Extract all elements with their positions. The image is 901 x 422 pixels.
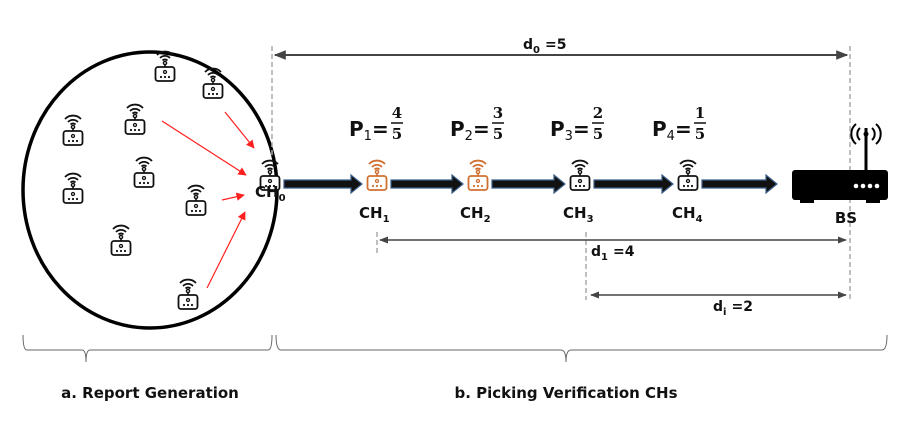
distance-d1-label: d1=4 [591, 244, 635, 263]
distance-di-label: di=2 [713, 299, 753, 318]
svg-text:5: 5 [593, 125, 603, 143]
phase-label-picking-verification: b. Picking Verification CHs [454, 384, 677, 402]
probability-p3: P3= 2 5 [550, 104, 604, 144]
svg-text:4: 4 [392, 104, 402, 122]
ch-label-3: CH3 [563, 204, 594, 225]
forward-arrow-0 [283, 173, 363, 195]
svg-text:1: 1 [695, 104, 705, 122]
cluster-head-icon-2 [467, 159, 489, 191]
sensor-node-icon [185, 184, 207, 216]
base-station-label: BS [835, 209, 857, 227]
forward-arrow-2 [491, 173, 566, 195]
brace-report-generation [22, 334, 273, 363]
sensor-node-icon [177, 278, 199, 310]
probability-p4: P4= 1 5 [652, 104, 706, 144]
distance-d0-label: d0=5 [523, 37, 566, 56]
ch-label-1: CH1 [359, 204, 390, 225]
svg-text:P4=: P4= [652, 117, 692, 144]
sensor-node-icon [110, 224, 132, 256]
forward-arrow-3 [593, 173, 674, 195]
report-arrow [206, 211, 246, 289]
svg-text:P1=: P1= [349, 117, 389, 144]
report-arrows [161, 111, 255, 289]
sensor-node-icon [62, 172, 84, 204]
phase-label-report-generation: a. Report Generation [61, 384, 239, 402]
svg-text:2: 2 [593, 104, 603, 122]
report-arrow [221, 192, 245, 201]
base-station-icon [792, 123, 888, 203]
svg-text:5: 5 [695, 125, 705, 143]
report-arrow [224, 111, 255, 149]
report-arrow [161, 120, 247, 176]
svg-text:3: 3 [493, 104, 503, 122]
svg-text:5: 5 [392, 125, 402, 143]
guide-lines [271, 46, 851, 300]
forward-arrow-1 [390, 173, 464, 195]
sensor-node-icon [62, 114, 84, 146]
forward-arrows [283, 173, 778, 195]
brace-picking-verification [275, 334, 888, 363]
probability-p2: P2= 3 5 [450, 104, 504, 144]
ch-label-0: CH0 [255, 183, 286, 204]
cluster-head-icon-1 [366, 159, 388, 191]
sensor-node-icon [124, 103, 146, 135]
sensor-nodes [62, 50, 224, 310]
cluster-head-icon-3 [569, 159, 591, 191]
svg-text:P2=: P2= [450, 117, 490, 144]
sensor-node-icon [133, 156, 155, 188]
probability-p1: P1= 4 5 [349, 104, 403, 144]
cluster-head-icon-4 [677, 159, 699, 191]
svg-text:5: 5 [493, 125, 503, 143]
sensor-node-icon [154, 50, 176, 82]
ch-label-4: CH4 [672, 204, 703, 225]
cluster-boundary [21, 50, 279, 330]
forward-arrow-4 [701, 173, 778, 195]
ch-label-2: CH2 [460, 204, 491, 225]
svg-text:P3=: P3= [550, 117, 590, 144]
